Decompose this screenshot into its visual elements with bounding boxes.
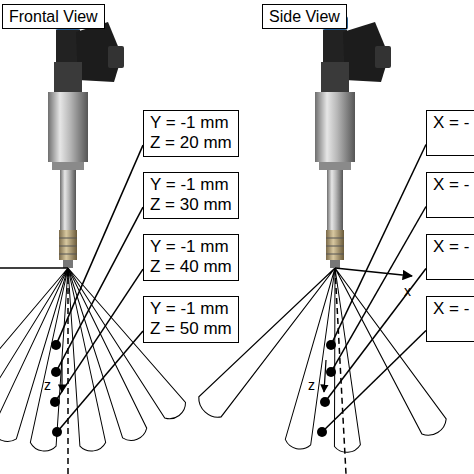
position-text: Y = -1 mm bbox=[150, 237, 232, 257]
position-text: X = - bbox=[433, 113, 469, 133]
injector bbox=[48, 16, 124, 268]
side-spray bbox=[194, 258, 450, 453]
measure-point bbox=[51, 340, 61, 350]
position-text: Z = 30 mm bbox=[150, 195, 232, 215]
axis-arrow bbox=[61, 360, 62, 392]
axis-arrow bbox=[335, 268, 412, 276]
position-box: X = - bbox=[426, 172, 474, 218]
axis-label: z bbox=[308, 378, 315, 392]
view-title: Frontal View bbox=[2, 4, 105, 29]
position-box: Y = -1 mmZ = 30 mm bbox=[143, 172, 239, 219]
axis-label: z bbox=[44, 378, 51, 392]
measure-point bbox=[326, 367, 336, 377]
position-box: Y = -1 mmZ = 50 mm bbox=[143, 296, 239, 343]
frontal-spray bbox=[0, 260, 190, 453]
measure-point bbox=[51, 367, 61, 377]
position-text: Y = -1 mm bbox=[150, 175, 232, 195]
position-text: X = - bbox=[433, 237, 469, 257]
injector bbox=[315, 16, 391, 268]
axis-line bbox=[67, 268, 69, 474]
leader-line bbox=[60, 331, 143, 429]
position-text: Y = -1 mm bbox=[150, 299, 232, 319]
measure-point bbox=[50, 397, 60, 407]
view-title-text: Frontal View bbox=[9, 7, 98, 26]
axis-line bbox=[0, 267, 68, 269]
position-box: Y = -1 mmZ = 40 mm bbox=[143, 234, 239, 281]
position-text: Z = 40 mm bbox=[150, 257, 232, 277]
position-text: Y = -1 mm bbox=[150, 113, 232, 133]
leader-line bbox=[57, 269, 143, 399]
position-box: X = - bbox=[426, 110, 474, 156]
position-box: X = - bbox=[426, 296, 474, 342]
position-text: X = - bbox=[433, 175, 469, 195]
view-title-text: Side View bbox=[269, 7, 340, 26]
leader-line bbox=[325, 331, 426, 430]
position-text: Z = 50 mm bbox=[150, 319, 232, 339]
position-box: X = - bbox=[426, 234, 474, 280]
leader-line bbox=[333, 145, 426, 342]
axis-line bbox=[335, 268, 346, 474]
axis-arrow bbox=[324, 360, 326, 392]
leader-line bbox=[58, 145, 143, 341]
view-title: Side View bbox=[262, 4, 347, 29]
axis-label: x bbox=[404, 284, 411, 298]
measure-point bbox=[326, 340, 336, 350]
position-text: X = - bbox=[433, 299, 469, 319]
position-text: Z = 20 mm bbox=[150, 133, 232, 153]
position-box: Y = -1 mmZ = 20 mm bbox=[143, 110, 239, 157]
